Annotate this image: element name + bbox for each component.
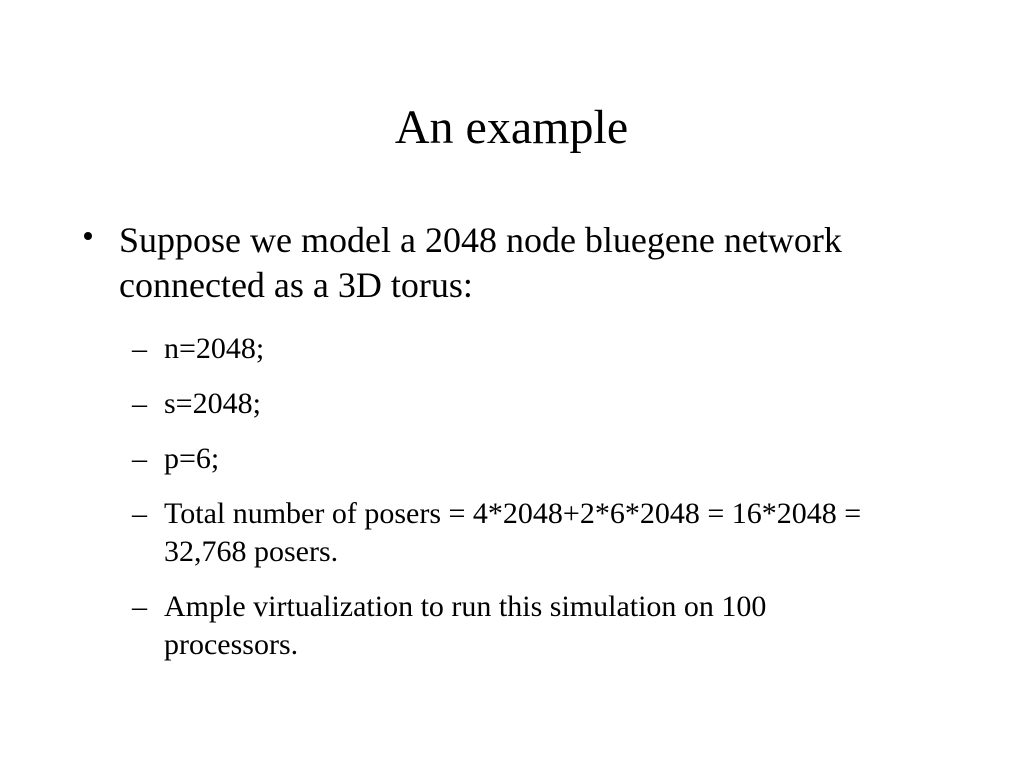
dash-icon: –	[132, 387, 147, 420]
bullet-dot-icon	[84, 232, 92, 240]
sub-bullet-text: Ample virtualization to run this simulat…	[164, 590, 767, 661]
slide-title: An example	[394, 101, 629, 154]
sub-bullet-s: – s=2048;	[132, 385, 932, 423]
dash-icon: –	[132, 590, 147, 623]
sub-bullet-text: Total number of posers = 4*2048+2*6*2048…	[164, 497, 862, 568]
sub-bullet-total-posers: – Total number of posers = 4*2048+2*6*20…	[132, 495, 932, 571]
dash-icon: –	[132, 442, 147, 475]
dash-icon: –	[132, 332, 147, 365]
sub-bullet-p: – p=6;	[132, 440, 932, 478]
sub-bullet-text: n=2048;	[164, 332, 265, 365]
main-bullet-text: Suppose we model a 2048 node bluegene ne…	[119, 220, 842, 305]
sub-bullet-text: p=6;	[164, 442, 220, 475]
sub-bullet-text: s=2048;	[164, 387, 261, 420]
sub-bullet-virtualization: – Ample virtualization to run this simul…	[132, 588, 932, 664]
sub-bullet-n: – n=2048;	[132, 330, 932, 368]
dash-icon: –	[132, 497, 147, 530]
sub-bullet-list: – n=2048; – s=2048; – p=6; – Total numbe…	[132, 330, 932, 681]
